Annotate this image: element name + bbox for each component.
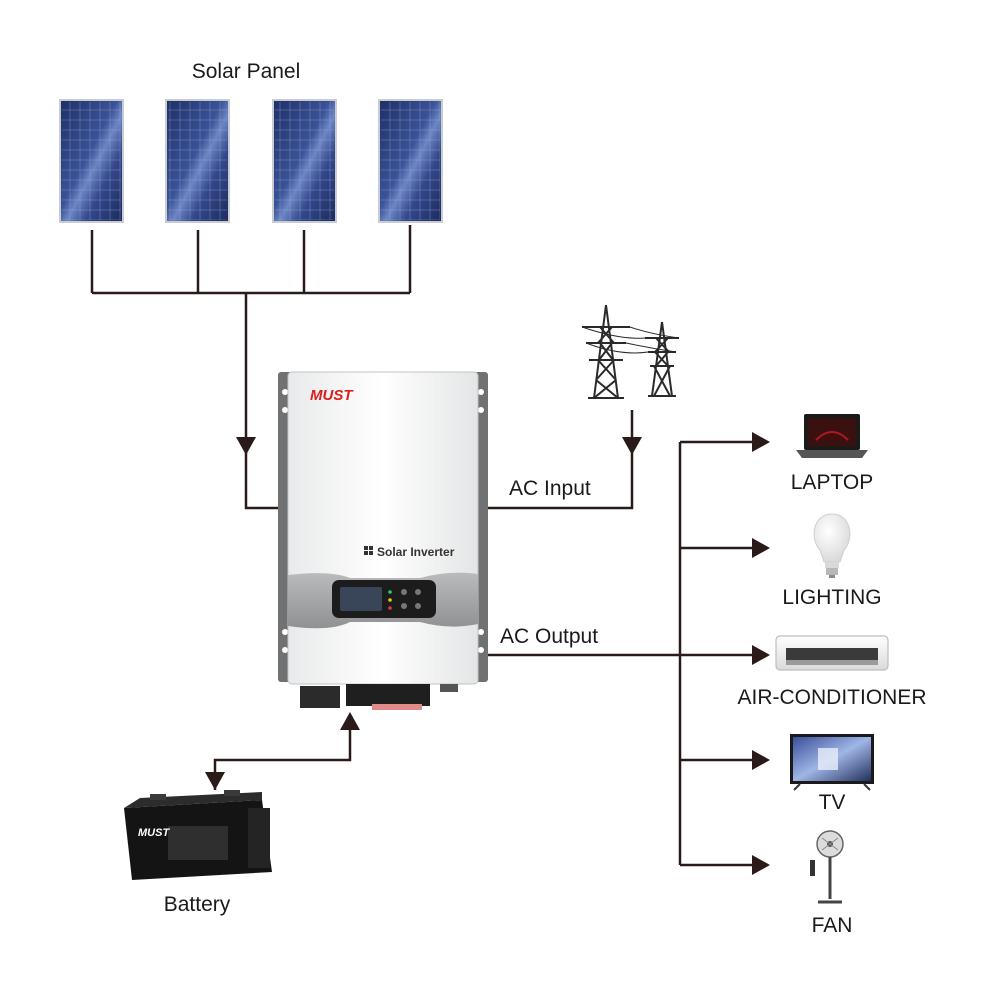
ac-output-label: AC Output (500, 625, 599, 648)
arrow-to-tv (752, 750, 770, 770)
laptop-icon (796, 414, 868, 458)
arrow-to-lighting (752, 538, 770, 558)
arrow-to-inverter-battery (340, 712, 360, 730)
battery-label: Battery (163, 893, 231, 916)
solar-panel (378, 99, 443, 223)
inverter-brand-logo: MUST (310, 387, 354, 404)
tv-icon (790, 734, 874, 791)
light-bulb-icon (813, 513, 851, 578)
load-label-lighting: LIGHTING (782, 586, 882, 609)
battery-icon: MUST (124, 790, 272, 880)
fan-icon (810, 830, 844, 904)
battery-brand-logo: MUST (138, 827, 170, 839)
control-button-icon (401, 589, 407, 595)
status-led-icon (388, 606, 392, 610)
status-led-icon (388, 598, 392, 602)
ac-input-label: AC Input (509, 477, 591, 500)
arrow-to-battery (205, 772, 225, 790)
load-label-tv: TV (818, 791, 846, 814)
inverter-product-label: Solar Inverter (377, 545, 455, 559)
arrow-to-inverter (236, 437, 256, 455)
power-pylon-icon (581, 304, 680, 399)
arrow-to-laptop (752, 432, 770, 452)
solar-panel (59, 99, 124, 223)
air-conditioner-icon (775, 635, 889, 671)
load-label-fan: FAN (811, 914, 853, 937)
load-label-air-conditioner: AIR-CONDITIONER (737, 686, 927, 709)
arrow-to-air-conditioner (752, 645, 770, 665)
solar-inverter-badge: Solar Inverter (364, 545, 455, 559)
solar-panel-array (59, 99, 443, 223)
solar-inverter: MUST Solar Inverter (278, 371, 488, 710)
control-button-icon (415, 603, 421, 609)
status-led-icon (388, 590, 392, 594)
arrowheads (205, 432, 770, 875)
solar-panel (165, 99, 230, 223)
control-button-icon (415, 589, 421, 595)
arrow-from-grid (622, 437, 642, 455)
solar-panel (272, 99, 337, 223)
solar-panel-label: Solar Panel (191, 60, 301, 83)
arrow-to-fan (752, 855, 770, 875)
load-label-laptop: LAPTOP (790, 471, 874, 494)
control-button-icon (401, 603, 407, 609)
